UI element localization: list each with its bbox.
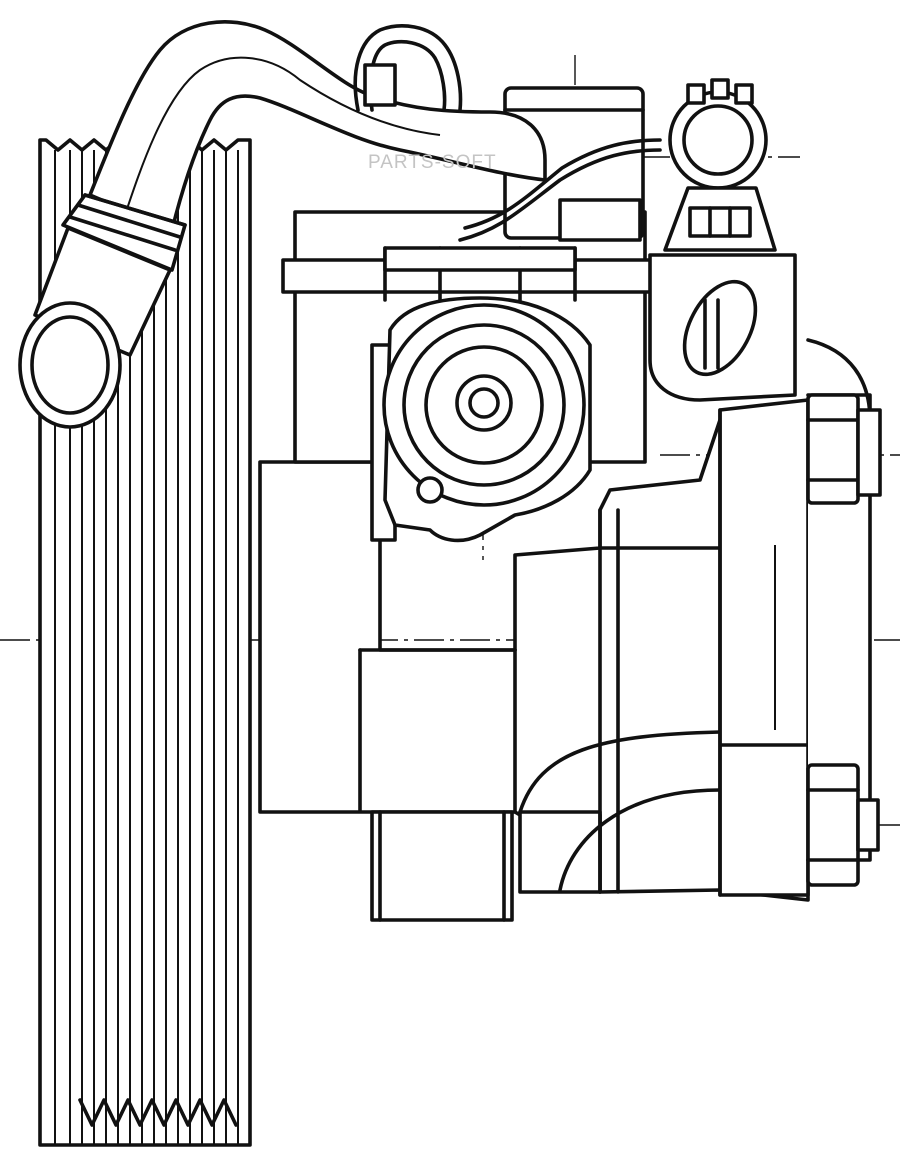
- pressure-fitting: [370, 296, 592, 543]
- watermark-text: PARTS-SOFT: [368, 152, 497, 173]
- bolt-lower: [806, 763, 880, 887]
- bracket-plate: [648, 253, 797, 402]
- wire-clip-top: [353, 24, 463, 112]
- mounting-flange: [718, 338, 872, 897]
- inlet-hose: [18, 20, 547, 429]
- pressure-switch-sensor: [458, 78, 777, 252]
- bolt-upper: [806, 393, 882, 505]
- pump-body: [258, 408, 810, 922]
